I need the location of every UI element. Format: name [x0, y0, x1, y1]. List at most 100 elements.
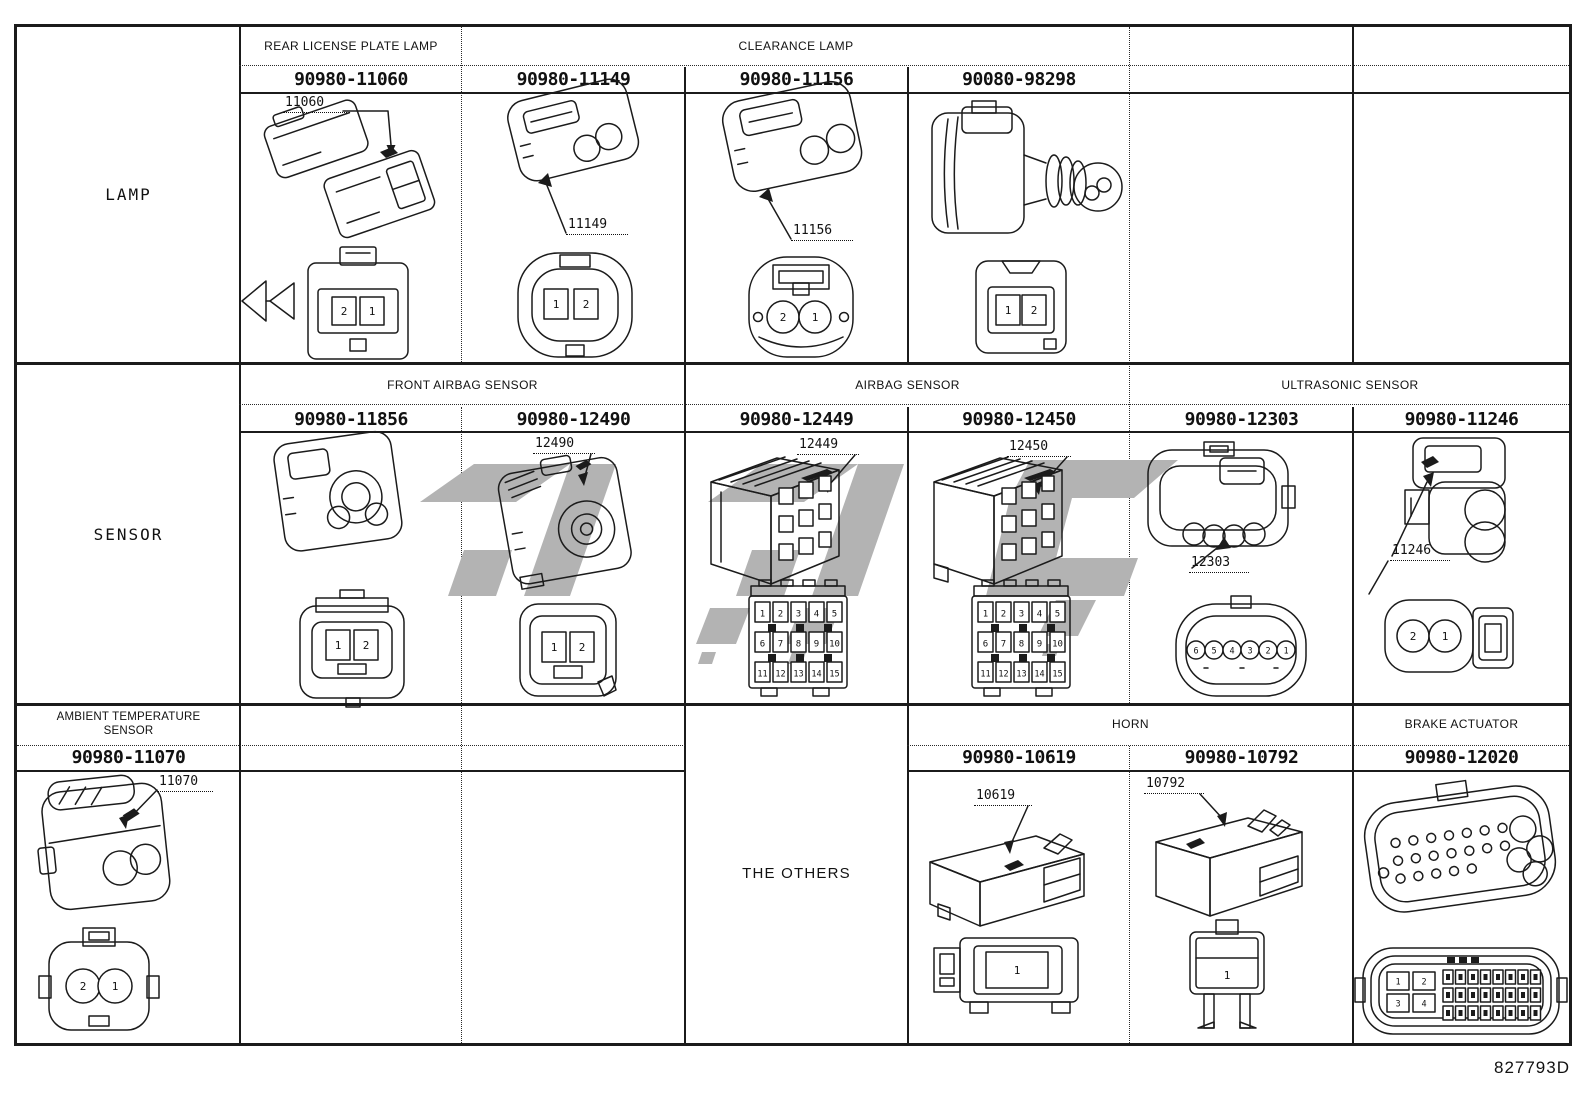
row-divider — [17, 362, 1569, 365]
svg-text:12: 12 — [775, 670, 785, 680]
svg-text:7: 7 — [1001, 640, 1006, 650]
iso-view — [37, 774, 171, 911]
svg-text:6: 6 — [760, 640, 765, 650]
svg-text:10: 10 — [829, 640, 840, 650]
connector-drawing-12449: 1 2 3 4 5 6 7 8 9 10 11 12 13 14 15 — [710, 454, 856, 697]
svg-text:2: 2 — [1421, 978, 1426, 988]
callout-11156: 11156 — [791, 224, 853, 241]
connector-drawing-11070: 2 1 — [37, 774, 171, 1031]
svg-text:2: 2 — [1031, 304, 1038, 317]
svg-text:11: 11 — [757, 670, 767, 680]
callout-10792: 10792 — [1144, 777, 1204, 794]
callout-11149: 11149 — [566, 218, 628, 235]
header-rear-license-plate-lamp: REAR LICENSE PLATE LAMP — [264, 38, 438, 53]
face-view: 2 1 — [748, 256, 854, 358]
iso-view — [497, 454, 632, 590]
svg-text:10: 10 — [1052, 640, 1063, 650]
part-number-90980-12490: 90980-12490 — [516, 408, 631, 430]
connector-drawing-11060: 2 1 — [241, 99, 436, 360]
svg-text:4: 4 — [1037, 610, 1042, 620]
grid-line — [907, 67, 909, 364]
iso-view — [1363, 779, 1557, 913]
grid-line — [239, 65, 1569, 66]
grid-line — [239, 431, 1569, 433]
part-number-90980-11156: 90980-11156 — [739, 69, 854, 90]
svg-text:6: 6 — [983, 640, 988, 650]
svg-text:13: 13 — [793, 670, 803, 680]
grid-line — [461, 407, 462, 1043]
connector-drawing-10792: 1 — [1155, 793, 1303, 1029]
grid-line — [907, 407, 909, 1043]
svg-text:3: 3 — [1395, 1000, 1400, 1010]
grid-line — [239, 92, 1569, 94]
header-brake-actuator: BRAKE ACTUATOR — [1404, 717, 1519, 731]
svg-text:1: 1 — [1442, 630, 1449, 643]
svg-text:3: 3 — [796, 610, 801, 620]
header-ambient-line1: AMBIENT TEMPERATURE — [56, 711, 201, 723]
svg-text:2: 2 — [1001, 610, 1006, 620]
face-view: 1 2 3 4 5 6 7 8 9 10 11 12 13 14 15 — [748, 579, 848, 697]
face-view: 1 2 — [517, 252, 633, 358]
grid-line — [461, 27, 462, 364]
grid-line — [239, 404, 1569, 405]
part-number-90080-98298: 90080-98298 — [962, 69, 1076, 90]
svg-text:2: 2 — [363, 639, 370, 652]
svg-text:8: 8 — [1019, 640, 1024, 650]
connector-drawing-98298: 1 2 — [931, 100, 1123, 354]
callout-12450: 12450 — [1007, 440, 1071, 457]
iso-view — [507, 78, 640, 182]
svg-text:2: 2 — [1410, 630, 1417, 643]
row-divider — [17, 703, 1569, 706]
row-label-lamp: LAMP — [105, 185, 152, 204]
table-outer-border — [14, 24, 1572, 1046]
svg-text:11: 11 — [980, 670, 990, 680]
svg-text:2: 2 — [1265, 647, 1270, 657]
face-view: 1 2 3 4 — [1354, 947, 1568, 1035]
grid-line — [907, 770, 1569, 772]
callout-12303: 12303 — [1189, 556, 1249, 573]
face-view: 2 1 — [241, 246, 409, 360]
face-view: 1 2 3 4 5 6 7 8 9 10 11 12 13 14 15 — [971, 579, 1071, 697]
svg-text:14: 14 — [1034, 670, 1044, 680]
part-number-90980-11246: 90980-11246 — [1404, 408, 1519, 430]
label-the-others: THE OTHERS — [742, 864, 851, 882]
part-number-90980-12450: 90980-12450 — [962, 408, 1076, 430]
header-horn: HORN — [1112, 717, 1149, 731]
part-number-90980-10792: 90980-10792 — [1184, 747, 1299, 768]
svg-text:14: 14 — [811, 670, 821, 680]
connector-drawing-10619: 1 — [929, 805, 1085, 1014]
grid-line — [1352, 27, 1354, 364]
svg-text:15: 15 — [1052, 670, 1062, 680]
svg-text:1: 1 — [1224, 969, 1231, 982]
row-label-sensor: SENSOR — [93, 524, 164, 544]
svg-text:1: 1 — [369, 305, 376, 318]
part-number-90980-12449: 90980-12449 — [739, 408, 854, 430]
svg-text:1: 1 — [1395, 978, 1400, 988]
iso-view — [929, 833, 1085, 927]
svg-text:2: 2 — [341, 305, 348, 318]
connector-drawing-12303: 6 5 4 3 2 1 — [1147, 441, 1307, 697]
svg-text:1: 1 — [760, 610, 765, 620]
svg-text:5: 5 — [1055, 610, 1060, 620]
iso-view — [1404, 437, 1506, 563]
face-view: 1 2 — [975, 260, 1067, 354]
grid-line — [1129, 27, 1130, 705]
svg-text:1: 1 — [1005, 304, 1012, 317]
callout-10619: 10619 — [974, 789, 1032, 806]
grid-line — [907, 745, 1569, 746]
svg-text:8: 8 — [796, 640, 801, 650]
header-ambient-line2: SENSOR — [103, 725, 154, 737]
part-number-90980-12020: 90980-12020 — [1404, 747, 1519, 768]
face-view: 1 2 — [299, 589, 405, 708]
leader-line — [759, 188, 792, 240]
leader-line — [538, 173, 567, 234]
callout-12490: 12490 — [533, 437, 595, 454]
connector-drawing-11156: 2 1 — [721, 80, 863, 358]
callout-12449: 12449 — [797, 438, 859, 455]
connector-drawing-11856: 1 2 — [273, 430, 405, 708]
header-clearance-lamp: CLEARANCE LAMP — [738, 38, 854, 53]
iso-view — [721, 80, 863, 193]
grid-line — [17, 770, 685, 772]
part-number-90980-12303: 90980-12303 — [1184, 408, 1299, 430]
